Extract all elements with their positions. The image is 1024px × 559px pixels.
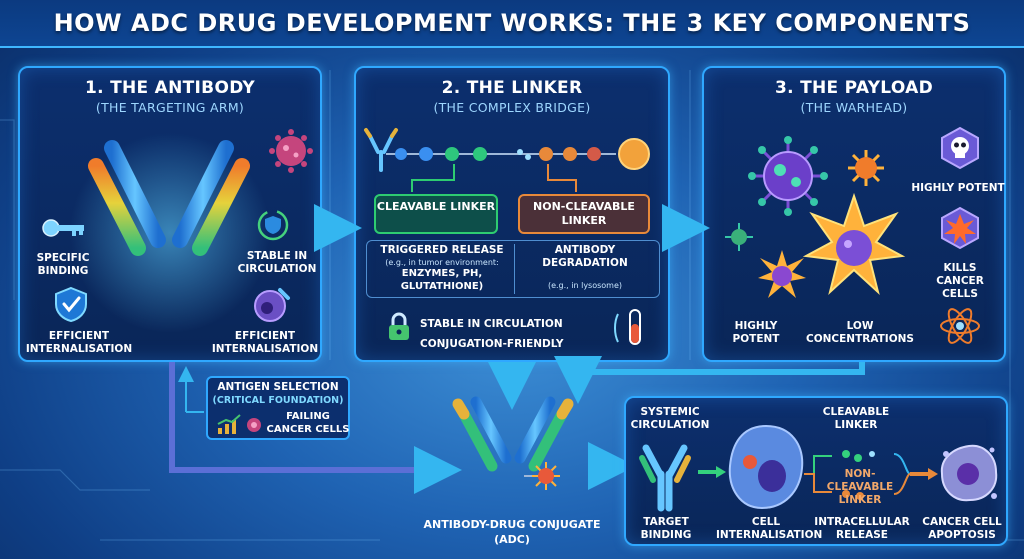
adc-abbr-label: (ADC): [494, 533, 530, 546]
failing-cell-icon: [247, 418, 261, 432]
linker-chain-icon: [364, 128, 650, 172]
explosion-icon: [802, 192, 906, 295]
triggered-release-label: TRIGGERED RELEASE: [380, 244, 504, 256]
title-bar: HOW ADC DRUG DEVELOPMENT WORKS: THE 3 KE…: [0, 0, 1024, 48]
linker-divider: [514, 244, 515, 294]
skull-icon: [941, 126, 979, 170]
antigen-selection-box: ANTIGEN SELECTION (CRITICAL FOUNDATION) …: [206, 376, 350, 440]
mechanism-panel: SYSTEMIC CIRCULATION TARGET BINDING CELL…: [624, 396, 1008, 546]
intracellular-release-label: INTRACELLULAR RELEASE: [814, 516, 910, 542]
payload-panel: 3. THE PAYLOAD (THE WARHEAD) HIGHLY POTE…: [702, 66, 1006, 362]
test-tube-icon: [614, 309, 641, 345]
apoptosis-cell-icon: [940, 444, 998, 502]
cleavable-examples-label: ENZYMES, pH, GLUTATHIONE): [400, 268, 484, 292]
antibody-glow: [70, 133, 270, 333]
page-title: HOW ADC DRUG DEVELOPMENT WORKS: THE 3 KE…: [53, 9, 971, 37]
shield-check-icon: [55, 286, 87, 323]
lock-icon: [389, 312, 409, 340]
low-concentrations-label: LOW CONCENTRATIONS: [806, 320, 914, 346]
highly-potent-bottom-label: HIGHLY POTENT: [732, 320, 780, 346]
conjugation-friendly-label: CONJUGATION-FRIENDLY: [420, 338, 564, 350]
linker-panel: 2. THE LINKER (THE COMPLEX BRIDGE) CLEAV…: [354, 66, 670, 362]
payload-subheading: (THE WARHEAD): [800, 100, 908, 115]
specific-binding-label: SPECIFIC BINDING: [36, 252, 90, 278]
mechanism-cleavable-label: CLEAVABLE LINKER: [822, 406, 890, 432]
highly-potent-top-label: HIGHLY POTENT: [911, 182, 1005, 194]
antigen-selection-subtitle: (CRITICAL FOUNDATION): [212, 395, 344, 406]
efficient-internalisation-left-label: EFFICIENT INTERNALISATION: [25, 330, 133, 356]
cell-internalisation-label: CELL INTERNALISATION: [716, 516, 823, 542]
antigen-selection-title: ANTIGEN SELECTION: [217, 381, 339, 393]
linker-stable-label: STABLE IN CIRCULATION: [420, 318, 563, 330]
target-binding-label: TARGET BINDING: [640, 516, 692, 542]
cancer-cell-apoptosis-label: CANCER CELL APOPTOSIS: [922, 516, 1002, 542]
cell-icon: [254, 288, 290, 322]
starburst-cell-icon: [758, 250, 806, 298]
stable-circulation-label: STABLE IN CIRCULATION: [237, 250, 317, 276]
tumor-environment-note: (e.g., in tumor environment:: [385, 258, 499, 267]
release-paths-icon: [804, 450, 911, 500]
linker-connectors: [411, 164, 577, 192]
linker-heading: 2. THE LINKER: [441, 78, 583, 98]
non-cleavable-linker-title: NON-CLEAVABLE LINKER: [533, 200, 635, 227]
mechanism-non-cleavable-label: NON-CLEAVABLE LINKER: [826, 468, 894, 507]
non-cleavable-linker-box: NON-CLEAVABLE LINKER: [518, 194, 650, 234]
internalisation-cell-icon: [728, 424, 804, 510]
cleavable-linker-title: CLEAVABLE LINKER: [376, 200, 496, 213]
systemic-circulation-label: SYSTEMIC CIRCULATION: [630, 406, 710, 432]
growth-chart-icon: [217, 414, 241, 434]
adc-label: ANTIBODY-DRUG CONJUGATE: [423, 518, 601, 531]
mechanism-arrow-1: [698, 466, 726, 478]
virus-icon: [748, 136, 828, 216]
shield-cycle-icon: [257, 209, 289, 241]
cancer-cell-icon: [269, 129, 313, 173]
key-icon: [42, 219, 84, 237]
sun-burst-icon: [848, 150, 884, 186]
antibody-heading: 1. THE ANTIBODY: [85, 78, 255, 98]
mechanism-arrow-2: [910, 468, 938, 480]
linker-subheading: (THE COMPLEX BRIDGE): [433, 100, 591, 115]
payload-heading: 3. THE PAYLOAD: [775, 78, 933, 98]
adc-molecule-icon: [452, 396, 574, 518]
antibody-panel: 1. THE ANTIBODY (THE TARGETING ARM): [18, 66, 322, 362]
atom-icon: [940, 308, 980, 344]
antibody-degradation-label: ANTIBODY DEGRADATION: [542, 244, 628, 270]
linker-detail-frame: [366, 240, 660, 298]
mechanism-antibody-icon: [639, 444, 691, 512]
burst-icon: [941, 206, 979, 250]
failing-cancer-cells-label: FAILING CANCER CELLS: [266, 411, 350, 435]
cleavable-linker-box: CLEAVABLE LINKER: [374, 194, 498, 234]
efficient-internalisation-right-label: EFFICIENT INTERNALISATION: [211, 330, 319, 356]
antibody-subheading: (THE TARGETING ARM): [95, 100, 245, 115]
antibody-y-icon: [88, 140, 250, 324]
kills-cancer-cells-label: KILLS CANCER CELLS: [936, 262, 984, 301]
small-cell-icon: [725, 223, 753, 251]
lysosome-note: (e.g., in lysosome): [547, 281, 623, 290]
